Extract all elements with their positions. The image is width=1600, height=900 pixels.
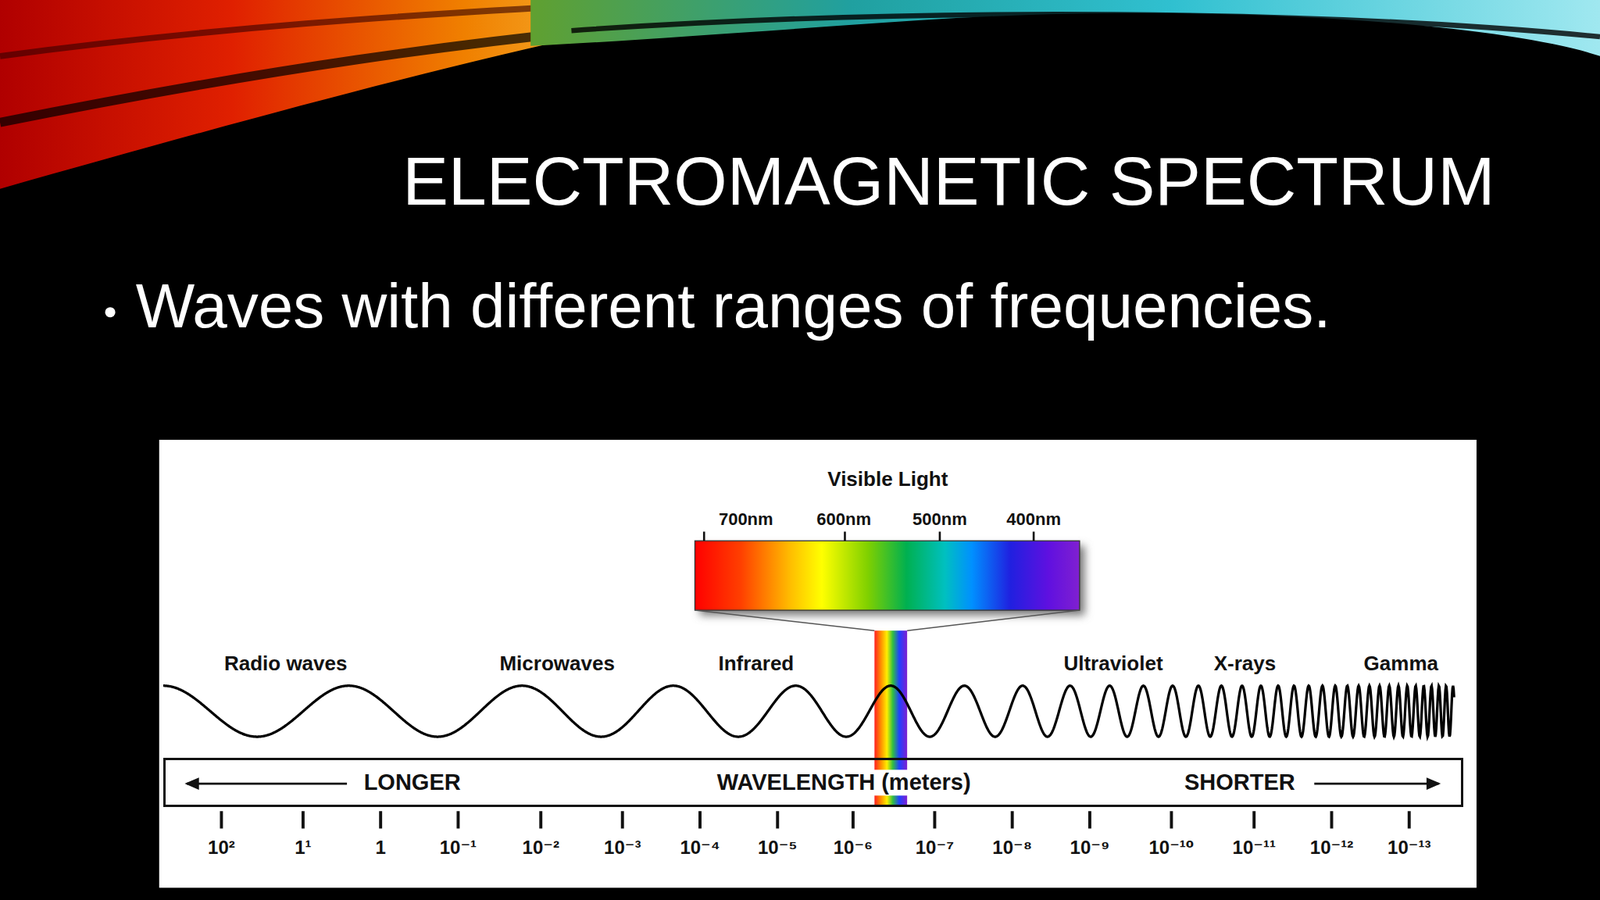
shorter-arrowhead: [1426, 777, 1441, 790]
wavelength-scale-box: LONGER WAVELENGTH (meters) SHORTER: [163, 757, 1464, 808]
wavelength-tick-label: 10⁻¹²: [1310, 837, 1354, 860]
cool-swoosh: [530, 0, 1600, 57]
band-name: Radio waves: [224, 652, 348, 676]
wavelength-tick-label: 10⁻¹⁰: [1148, 837, 1194, 860]
em-wave: [163, 685, 1454, 737]
scale-text: WAVELENGTH (meters): [712, 769, 976, 796]
band-name: X-rays: [1214, 652, 1277, 676]
wavelength-tick-label: 10²: [207, 837, 236, 860]
diagram-panel: [159, 439, 1477, 888]
wavelength-tick-label: 10⁻⁶: [833, 837, 873, 860]
wavelength-tick-label: 10⁻⁸: [992, 837, 1033, 860]
nm-label: 500nm: [912, 509, 968, 529]
band-name: Microwaves: [499, 652, 615, 676]
visible-light-heading: Visible Light: [827, 467, 948, 492]
swoosh-streak: [0, 3, 613, 57]
visible-spectrum-bar: [694, 540, 1079, 611]
wavelength-tick-label: 10⁻²: [522, 837, 560, 860]
wavelength-tick-label: 10⁻⁷: [915, 837, 954, 860]
band-name: Ultraviolet: [1063, 652, 1163, 676]
wavelength-ticks: [221, 810, 1409, 829]
wavelength-tick-label: 10⁻³: [603, 837, 641, 860]
slide-title: ELECTROMAGNETIC SPECTRUM: [402, 142, 1495, 222]
wavelength-tick-label: 1: [375, 837, 386, 860]
nm-ticks: [703, 531, 1034, 541]
wavelength-tick-label: 10⁻¹¹: [1232, 837, 1276, 860]
shorter-arrow: [1314, 782, 1439, 786]
scale-text: SHORTER: [1184, 769, 1296, 796]
longer-arrow: [186, 782, 347, 786]
nm-label: 400nm: [1006, 509, 1061, 529]
wavelength-tick-label: 1¹: [294, 837, 311, 860]
wavelength-tick-label: 10⁻¹: [439, 837, 477, 860]
longer-arrowhead: [184, 777, 199, 790]
swoosh-streak: [571, 14, 1600, 37]
zoom-lines: [694, 610, 1079, 631]
nm-label: 600nm: [816, 509, 872, 529]
scale-text: LONGER: [364, 769, 461, 796]
wavelength-tick-label: 10⁻⁵: [757, 837, 798, 860]
wavelength-tick-label: 10⁻⁹: [1070, 837, 1111, 860]
wavelength-tick-label: 10⁻⁴: [679, 837, 720, 860]
band-name: Infrared: [717, 652, 794, 676]
bullet-dot: [105, 307, 116, 318]
nm-label: 700nm: [718, 509, 774, 529]
wavelength-tick-label: 10⁻¹³: [1387, 837, 1431, 860]
band-name: Gamma: [1364, 652, 1439, 676]
bullet-text: Waves with different ranges of frequenci…: [135, 270, 1332, 343]
